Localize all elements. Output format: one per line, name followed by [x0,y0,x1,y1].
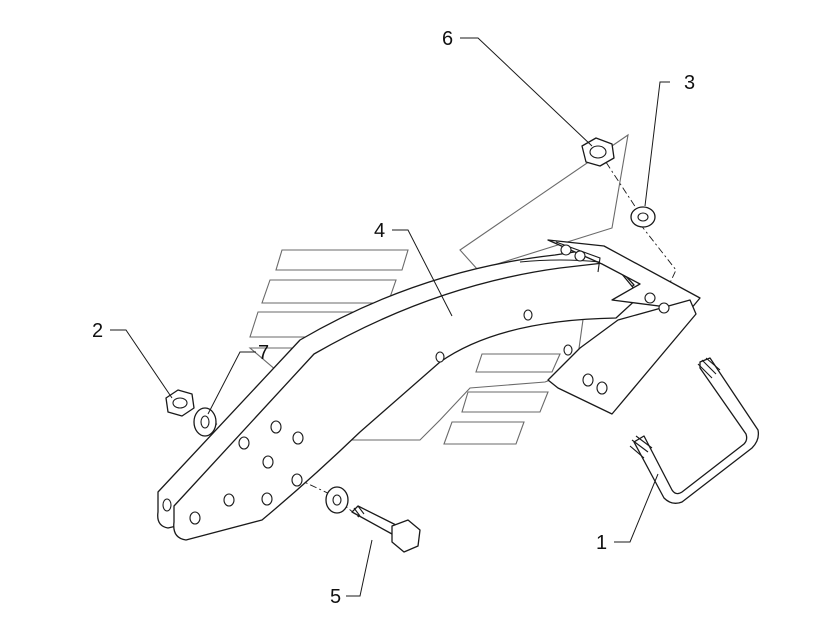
arm-bracket [157,239,701,541]
leader-lines [110,37,670,597]
callout-6: 6 [442,28,453,50]
callout-4: 4 [374,220,385,242]
callout-5: 5 [330,586,341,608]
washer-left [193,407,217,437]
callout-7: 7 [258,342,269,364]
washer-bottom [325,486,349,514]
callout-1: 1 [596,532,607,554]
washer-top [630,206,656,228]
callout-labels: 1 2 3 4 5 6 7 [92,28,695,608]
nut-top [581,137,615,167]
u-bolt [629,357,760,504]
bolt [351,505,421,553]
nut-left [165,389,195,417]
callout-3: 3 [684,72,695,94]
callout-2: 2 [92,320,103,342]
